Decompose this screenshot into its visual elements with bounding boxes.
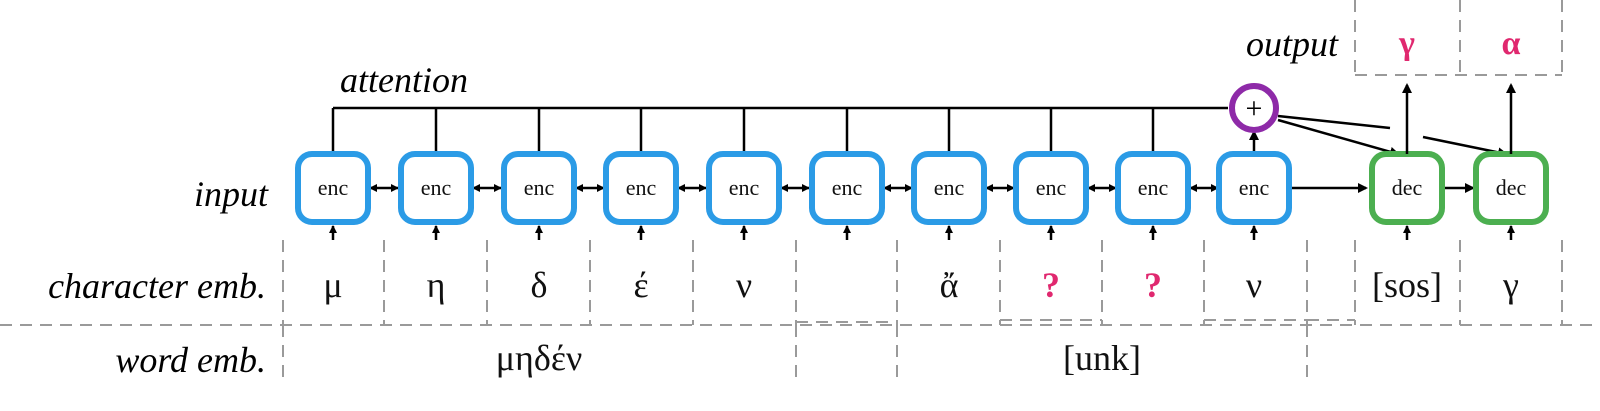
encoder-block: enc <box>295 151 371 225</box>
svg-text:enc: enc <box>318 175 349 200</box>
attention-to-decoder-1-arrow <box>1277 118 1400 157</box>
attention-bus <box>331 106 1228 153</box>
encoder-block: enc <box>1115 151 1191 225</box>
decoder-input-cell: γ <box>1502 265 1519 305</box>
svg-text:enc: enc <box>1036 175 1067 200</box>
character-embedding-row: μ η δ έ ν ἄ ? ? ν [sos] γ <box>323 265 1519 305</box>
svg-text:dec: dec <box>1496 175 1527 200</box>
svg-text:enc: enc <box>934 175 965 200</box>
encoder-block: enc <box>398 151 474 225</box>
output-row: γ α <box>1398 25 1520 62</box>
svg-text:enc: enc <box>1138 175 1169 200</box>
character-cell: ἄ <box>940 265 959 305</box>
encoder-block: enc <box>501 151 577 225</box>
unknown-character-cell: ? <box>1144 265 1162 305</box>
encoder-block: enc <box>809 151 885 225</box>
embedding-input-arrows <box>329 225 1515 240</box>
decoder-row: dec dec <box>1369 151 1549 225</box>
encoder-block: enc <box>706 151 782 225</box>
output-cell: γ <box>1398 25 1415 62</box>
encoder-block: enc <box>911 151 987 225</box>
character-emb-label: character emb. <box>48 266 266 306</box>
character-cell: ν <box>1246 265 1262 305</box>
character-cell: ν <box>736 265 752 305</box>
svg-text:dec: dec <box>1392 175 1423 200</box>
character-cell: μ <box>323 265 342 305</box>
attention-sum-node: + <box>1229 83 1279 133</box>
encoder-row: enc enc enc enc enc enc enc enc enc enc <box>295 151 1292 225</box>
decoder-input-cell: [sos] <box>1372 265 1442 305</box>
word-cell: [unk] <box>1063 338 1141 378</box>
word-emb-label: word emb. <box>115 340 266 380</box>
encoder-block: enc <box>603 151 679 225</box>
svg-text:enc: enc <box>832 175 863 200</box>
attention-label: attention <box>340 60 468 100</box>
svg-text:enc: enc <box>626 175 657 200</box>
word-embedding-row: μηδέν [unk] <box>496 338 1141 378</box>
output-cell: α <box>1502 25 1521 62</box>
embedding-grid <box>0 0 1600 385</box>
character-cell: η <box>427 265 446 305</box>
word-cell: μηδέν <box>496 338 582 378</box>
svg-text:enc: enc <box>421 175 452 200</box>
svg-text:enc: enc <box>1239 175 1270 200</box>
encoder-block: enc <box>1216 151 1292 225</box>
svg-text:enc: enc <box>524 175 555 200</box>
plus-icon: + <box>1246 92 1263 125</box>
input-label: input <box>194 174 269 214</box>
character-cell: έ <box>633 265 648 305</box>
attention-to-decoder-2-arrow <box>1277 114 1391 130</box>
decoder-block: dec <box>1369 151 1445 225</box>
encoder-block: enc <box>1013 151 1089 225</box>
decoder-block: dec <box>1473 151 1549 225</box>
character-cell: δ <box>531 265 548 305</box>
svg-text:enc: enc <box>729 175 760 200</box>
output-label: output <box>1246 24 1339 64</box>
unknown-character-cell: ? <box>1042 265 1060 305</box>
